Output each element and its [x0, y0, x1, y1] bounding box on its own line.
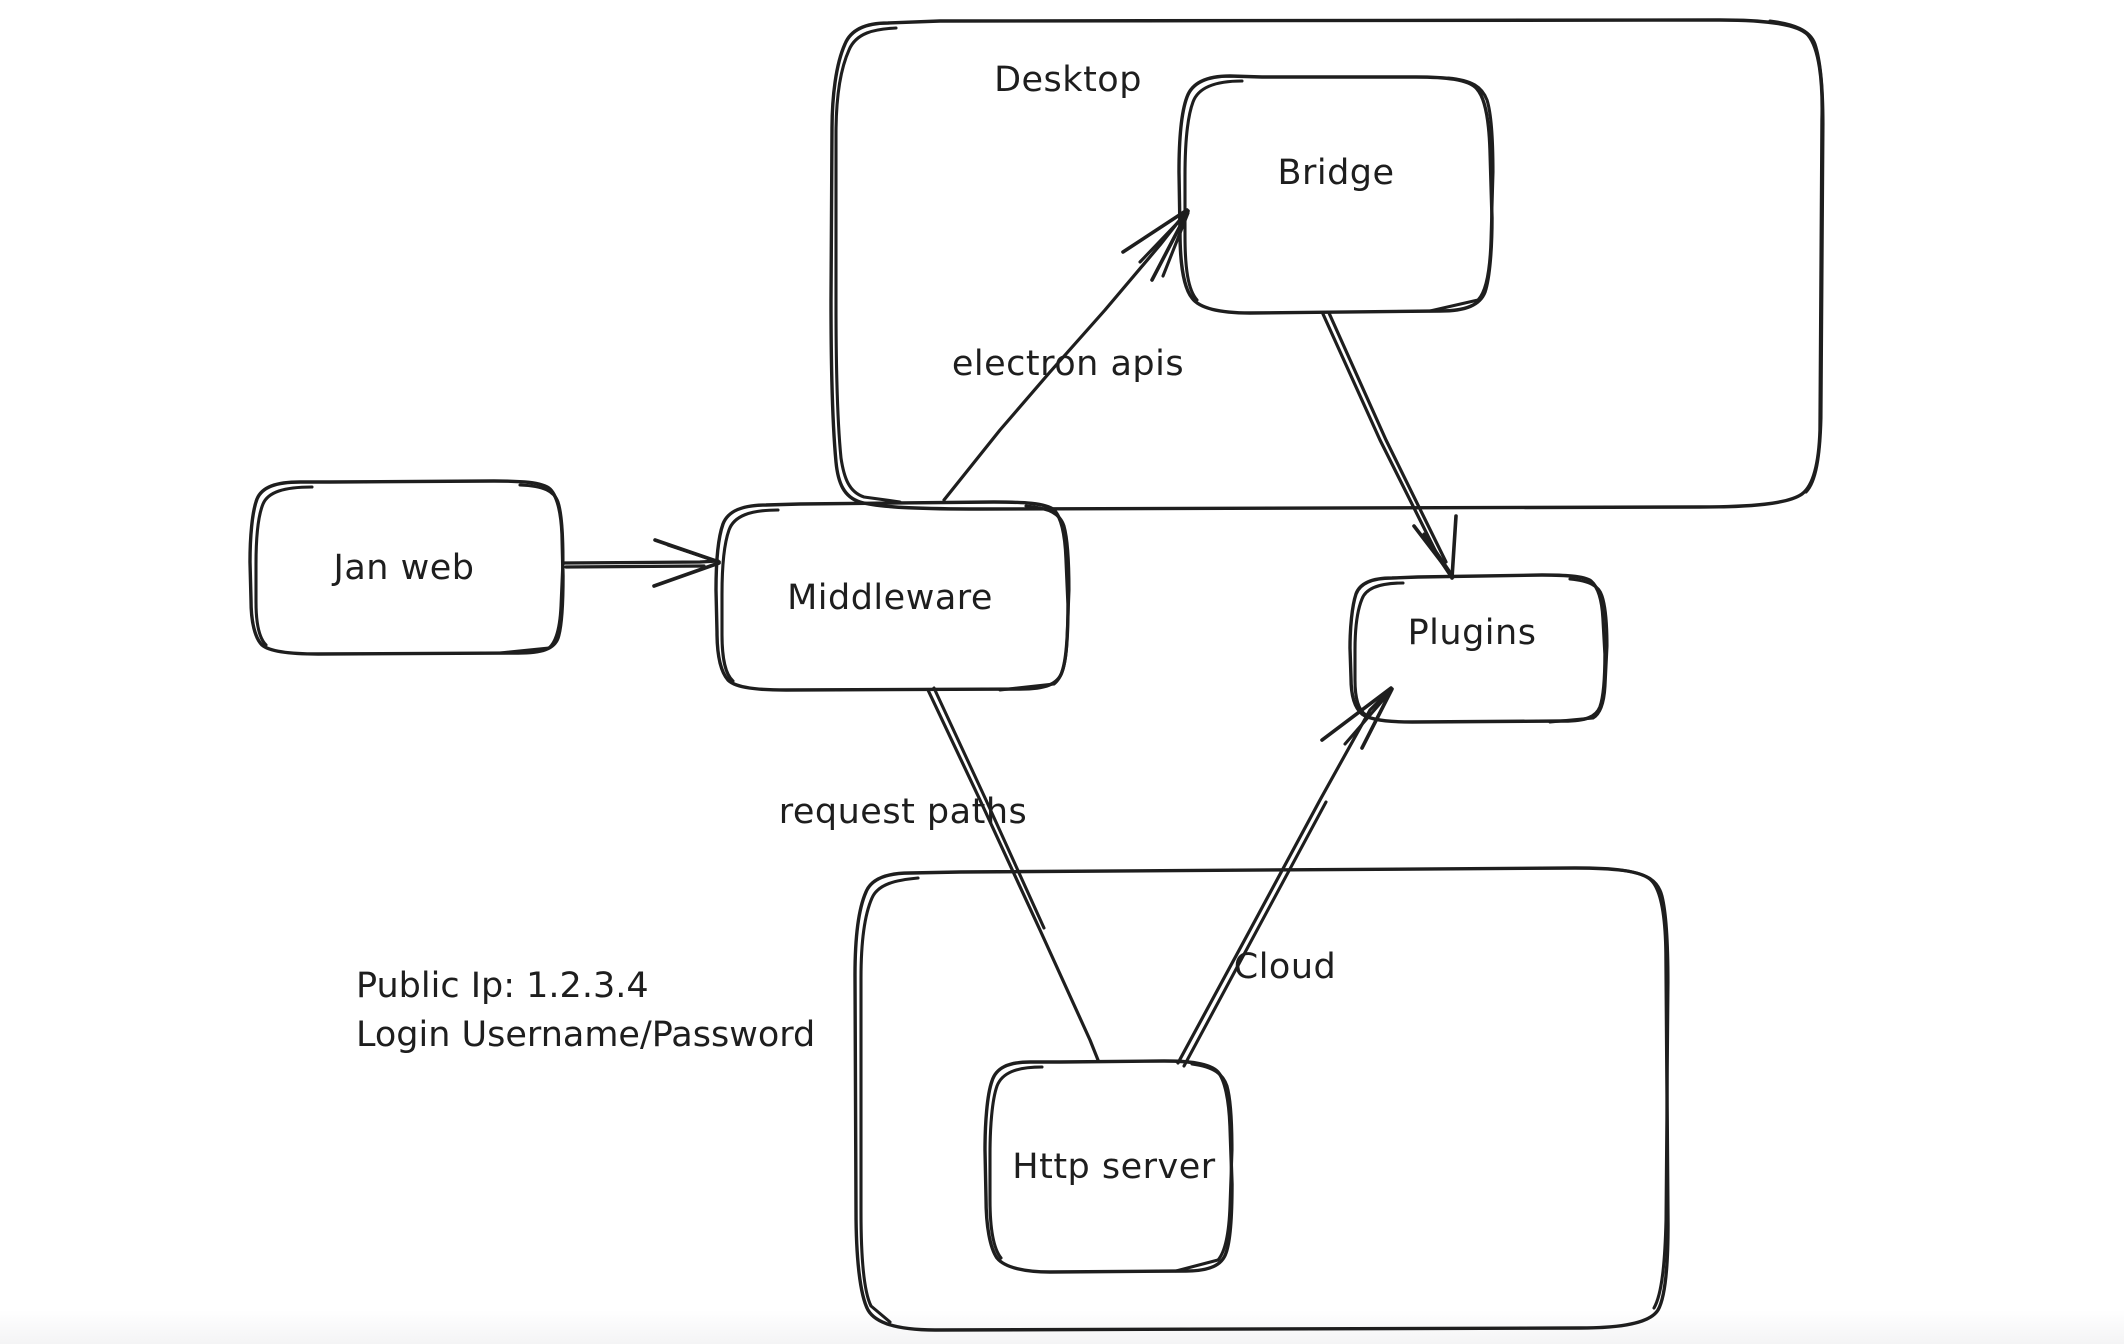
edge-bridge-to-plugins [1321, 311, 1458, 580]
edge-middleware-to-bridge [942, 208, 1190, 502]
annotation-credentials: Public Ip: 1.2.3.4 Login Username/Passwo… [356, 962, 815, 1060]
node-bridge-outline [1177, 74, 1495, 315]
node-http-server-outline [983, 1059, 1234, 1274]
node-label-bridge[interactable]: Bridge [1277, 153, 1395, 193]
group-cloud-outline [853, 866, 1670, 1332]
group-label-desktop: Desktop [994, 60, 1142, 100]
node-label-http-server[interactable]: Http server [1012, 1147, 1216, 1187]
annotation-login: Login Username/Password [356, 1014, 816, 1055]
annotation-public-ip: Public Ip: 1.2.3.4 [356, 966, 649, 1006]
node-label-jan-web[interactable]: Jan web [333, 548, 475, 588]
edge-middleware-to-http-server [926, 686, 1100, 1062]
group-desktop-outline [829, 18, 1825, 511]
edge-jan-web-to-middleware [561, 538, 721, 588]
node-plugins-outline [1348, 573, 1609, 724]
node-label-middleware[interactable]: Middleware [787, 578, 993, 618]
node-jan-web-outline [248, 479, 565, 656]
edge-label-electron-apis: electron apis [951, 344, 1185, 384]
node-middleware-outline [714, 500, 1071, 692]
edge-label-cloud: Cloud [1233, 947, 1337, 987]
edge-http-server-to-plugins [1176, 686, 1394, 1068]
edge-label-request-paths: request paths [778, 792, 1028, 832]
node-label-plugins[interactable]: Plugins [1407, 613, 1537, 653]
